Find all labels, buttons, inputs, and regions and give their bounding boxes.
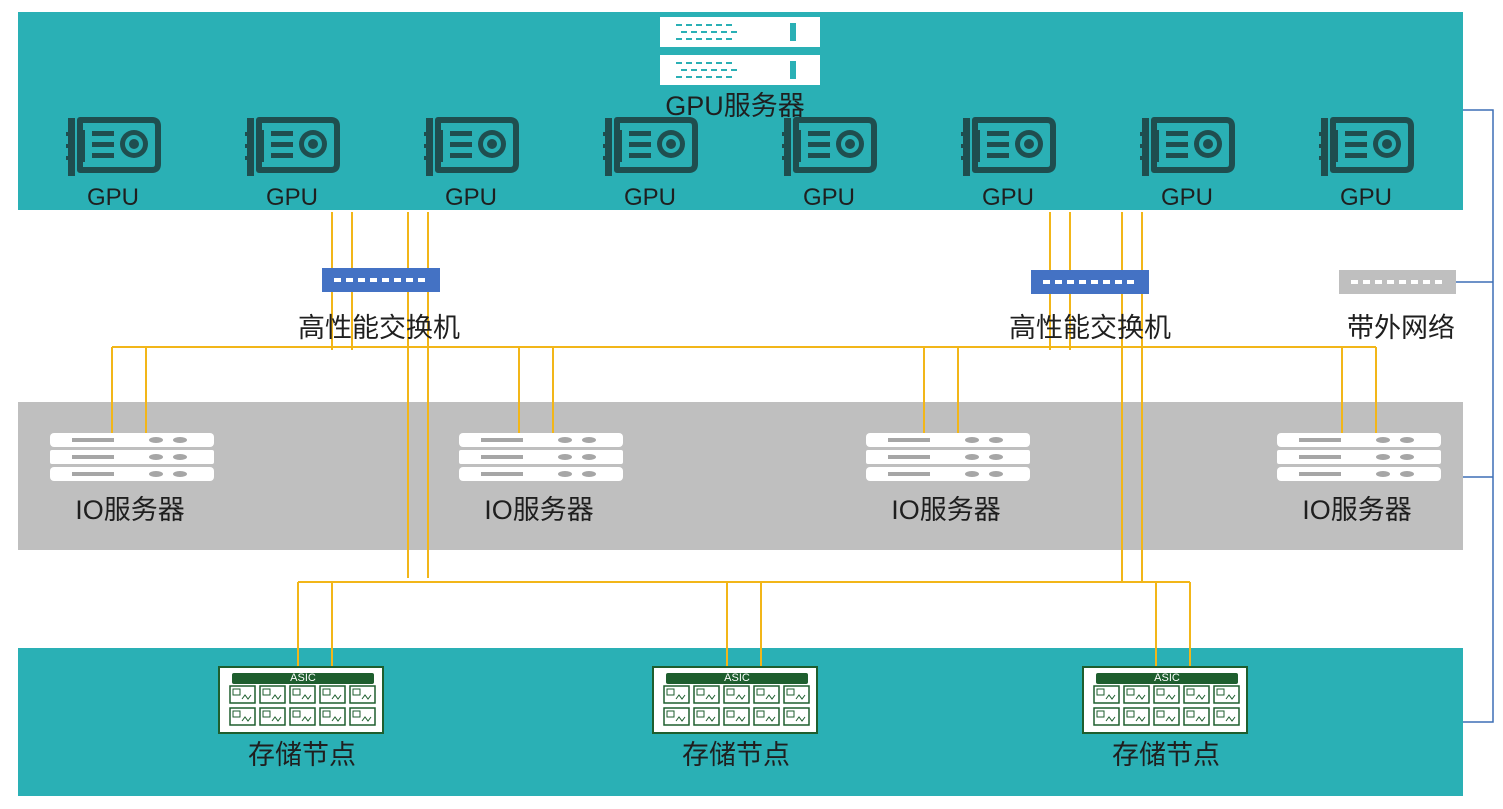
storage-node-icon: ASIC — [1082, 666, 1250, 741]
switch-1-label: 高性能交换机 — [298, 313, 460, 343]
io-server-label: IO服务器 — [1302, 495, 1412, 525]
storage-node-label: 存储节点 — [248, 740, 356, 770]
switch-2-icon — [1031, 270, 1149, 299]
storage-node-icon: ASIC — [218, 666, 386, 741]
gpu-label: GPU — [623, 184, 677, 211]
gpu-label: GPU — [1160, 184, 1214, 211]
gpu-card-icon — [603, 116, 699, 183]
storage-node-label: 存储节点 — [1112, 740, 1220, 770]
gpu-card-icon — [782, 116, 878, 183]
io-server-icon — [866, 433, 1030, 488]
gpu-card-icon — [961, 116, 1057, 183]
io-server-zone — [18, 402, 1463, 550]
gpu-label: GPU — [86, 184, 140, 211]
oob-network-label: 带外网络 — [1347, 313, 1455, 343]
storage-node-icon: ASIC — [652, 666, 820, 741]
gpu-label: GPU — [444, 184, 498, 211]
io-server-icon — [50, 433, 214, 488]
gpu-server-label: GPU服务器 — [665, 91, 805, 121]
asic-chip-label: ASIC — [290, 672, 316, 684]
gpu-server-rack-icon — [660, 17, 820, 92]
io-server-label: IO服务器 — [75, 495, 185, 525]
asic-chip-label: ASIC — [1154, 672, 1180, 684]
gpu-card-icon — [1319, 116, 1415, 183]
gpu-label: GPU — [265, 184, 319, 211]
gpu-label: GPU — [1339, 184, 1393, 211]
io-server-icon — [459, 433, 623, 488]
gpu-card-icon — [424, 116, 520, 183]
oob-switch-icon — [1339, 270, 1456, 299]
gpu-label: GPU — [981, 184, 1035, 211]
gpu-card-icon — [245, 116, 341, 183]
switch-1-icon — [322, 268, 440, 297]
io-server-icon — [1277, 433, 1441, 488]
io-server-label: IO服务器 — [484, 495, 594, 525]
gpu-card-icon — [66, 116, 162, 183]
gpu-label: GPU — [802, 184, 856, 211]
switch-2-label: 高性能交换机 — [1009, 313, 1171, 343]
asic-chip-label: ASIC — [724, 672, 750, 684]
gpu-card-icon — [1140, 116, 1236, 183]
io-server-label: IO服务器 — [891, 495, 1001, 525]
storage-node-label: 存储节点 — [682, 740, 790, 770]
